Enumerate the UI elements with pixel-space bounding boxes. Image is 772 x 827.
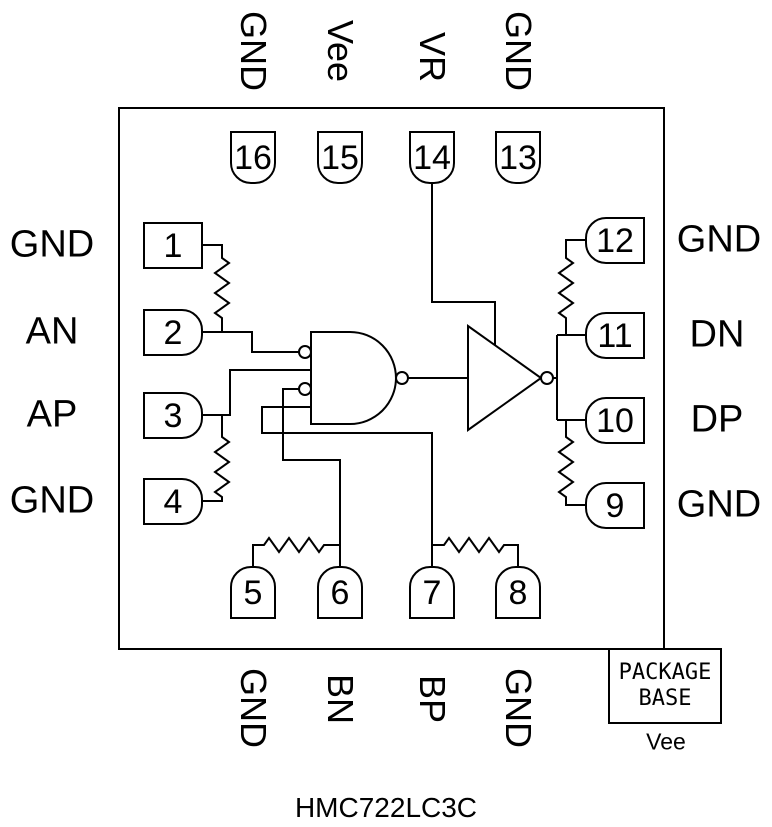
pin-8: 8 [495, 566, 541, 619]
part-number: HMC722LC3C [294, 792, 478, 823]
nand-gate-icon [310, 331, 397, 425]
pin-15: 15 [317, 131, 363, 184]
pin-5-label: GND [233, 668, 274, 748]
pin-3: 3 [143, 392, 203, 439]
resistor-ap-gnd-icon [203, 415, 231, 502]
pin-16: 16 [230, 131, 276, 184]
resistor-dp-gnd-icon [557, 420, 585, 506]
nand-input-bubble-1 [298, 345, 312, 359]
pin-13-label: GND [498, 11, 539, 91]
resistor-dn-gnd-icon [557, 239, 585, 335]
wire-an [203, 331, 299, 353]
pin-2-label: AN [25, 310, 79, 353]
pin-16-label: GND [233, 11, 274, 91]
pin-10: 10 [585, 397, 645, 444]
package-base-net-label: Vee [646, 728, 686, 755]
pin-8-label: GND [498, 668, 539, 748]
pin-14: 14 [409, 131, 455, 184]
pin-4-label: GND [9, 479, 95, 522]
resistor-bn-gnd-icon [252, 536, 340, 566]
pin-7-label: BP [412, 674, 453, 724]
pin-6: 6 [317, 566, 363, 619]
package-base-line1: PACKAGE [618, 660, 712, 685]
pin-11-label: DN [689, 313, 745, 356]
nand-input-bubble-2 [298, 382, 312, 396]
pin-12: 12 [585, 217, 645, 264]
pin-3-label: AP [26, 393, 78, 436]
pin-13: 13 [495, 131, 541, 184]
pin-10-label: DP [690, 398, 744, 441]
pin-9: 9 [585, 482, 645, 529]
wire-outputs [553, 334, 585, 421]
pin-6-label: BN [320, 673, 361, 725]
pin-7: 7 [409, 566, 455, 619]
wire-bp [261, 406, 433, 566]
pin-2: 2 [143, 309, 203, 356]
pin-14-label: VR [412, 31, 453, 83]
wire-bn [282, 388, 341, 566]
wire-ap [203, 369, 311, 416]
pin-4: 4 [143, 478, 203, 525]
resistor-an-gnd-icon [203, 244, 231, 332]
package-outline [118, 107, 665, 650]
nand-output-bubble [395, 371, 409, 385]
buffer-triangle-icon [467, 324, 543, 432]
package-base-box: PACKAGE BASE [608, 648, 722, 724]
pin-11: 11 [585, 312, 645, 359]
pin-12-label: GND [676, 218, 762, 261]
wire-vr [431, 184, 496, 345]
buffer-output-bubble [540, 371, 554, 385]
pin-9-label: GND [676, 483, 762, 526]
pin-1-label: GND [9, 223, 95, 266]
pin-1: 1 [143, 222, 203, 269]
pin-5: 5 [230, 566, 276, 619]
pin-15-label: Vee [320, 19, 361, 83]
package-base-line2: BASE [638, 686, 692, 711]
resistor-bp-gnd-icon [432, 536, 519, 566]
